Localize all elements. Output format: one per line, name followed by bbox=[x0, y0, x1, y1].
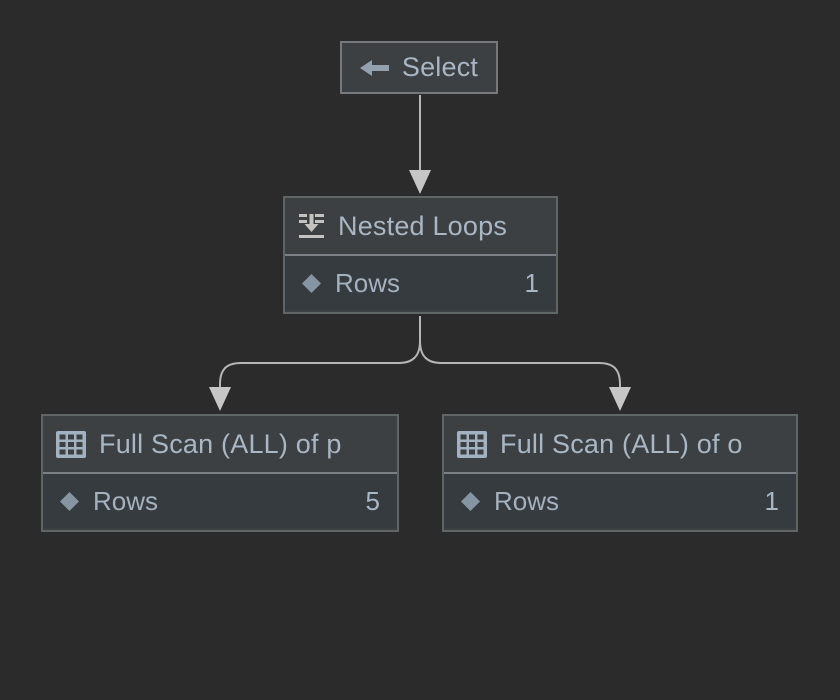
rows-stat: Rows 1 bbox=[444, 472, 796, 528]
node-title: Nested Loops bbox=[338, 210, 508, 241]
rows-value: 1 bbox=[764, 485, 779, 516]
arrowhead-down-icon bbox=[409, 170, 431, 194]
node-title: Full Scan (ALL) of o bbox=[500, 428, 743, 459]
diamond-icon bbox=[60, 491, 79, 511]
table-icon bbox=[56, 430, 86, 458]
rows-label: Rows bbox=[335, 267, 401, 298]
node-title: Full Scan (ALL) of p bbox=[99, 428, 342, 459]
table-icon bbox=[457, 430, 487, 458]
edge-nested-loops-to-full-scan-p bbox=[219, 316, 421, 388]
plan-node-full-scan-p[interactable]: Full Scan (ALL) of p Rows 5 bbox=[41, 414, 399, 532]
arrow-left-icon bbox=[359, 58, 389, 78]
rows-label: Rows bbox=[93, 485, 159, 516]
rows-stat: Rows 1 bbox=[285, 254, 556, 310]
rows-value: 1 bbox=[524, 267, 539, 298]
diamond-icon bbox=[302, 273, 321, 293]
diamond-icon bbox=[461, 491, 480, 511]
node-title: Select bbox=[401, 52, 479, 82]
plan-node-nested-loops[interactable]: Nested Loops Rows 1 bbox=[283, 196, 558, 314]
arrowhead-down-icon bbox=[209, 387, 231, 411]
plan-node-select[interactable]: Select bbox=[340, 41, 498, 94]
nested-loops-icon bbox=[298, 213, 325, 240]
edge-nested-loops-to-full-scan-o bbox=[419, 316, 621, 388]
arrowhead-down-icon bbox=[609, 387, 631, 411]
rows-label: Rows bbox=[494, 485, 560, 516]
rows-value: 5 bbox=[365, 485, 380, 516]
plan-node-full-scan-o[interactable]: Full Scan (ALL) of o Rows 1 bbox=[442, 414, 798, 532]
rows-stat: Rows 5 bbox=[43, 472, 397, 528]
